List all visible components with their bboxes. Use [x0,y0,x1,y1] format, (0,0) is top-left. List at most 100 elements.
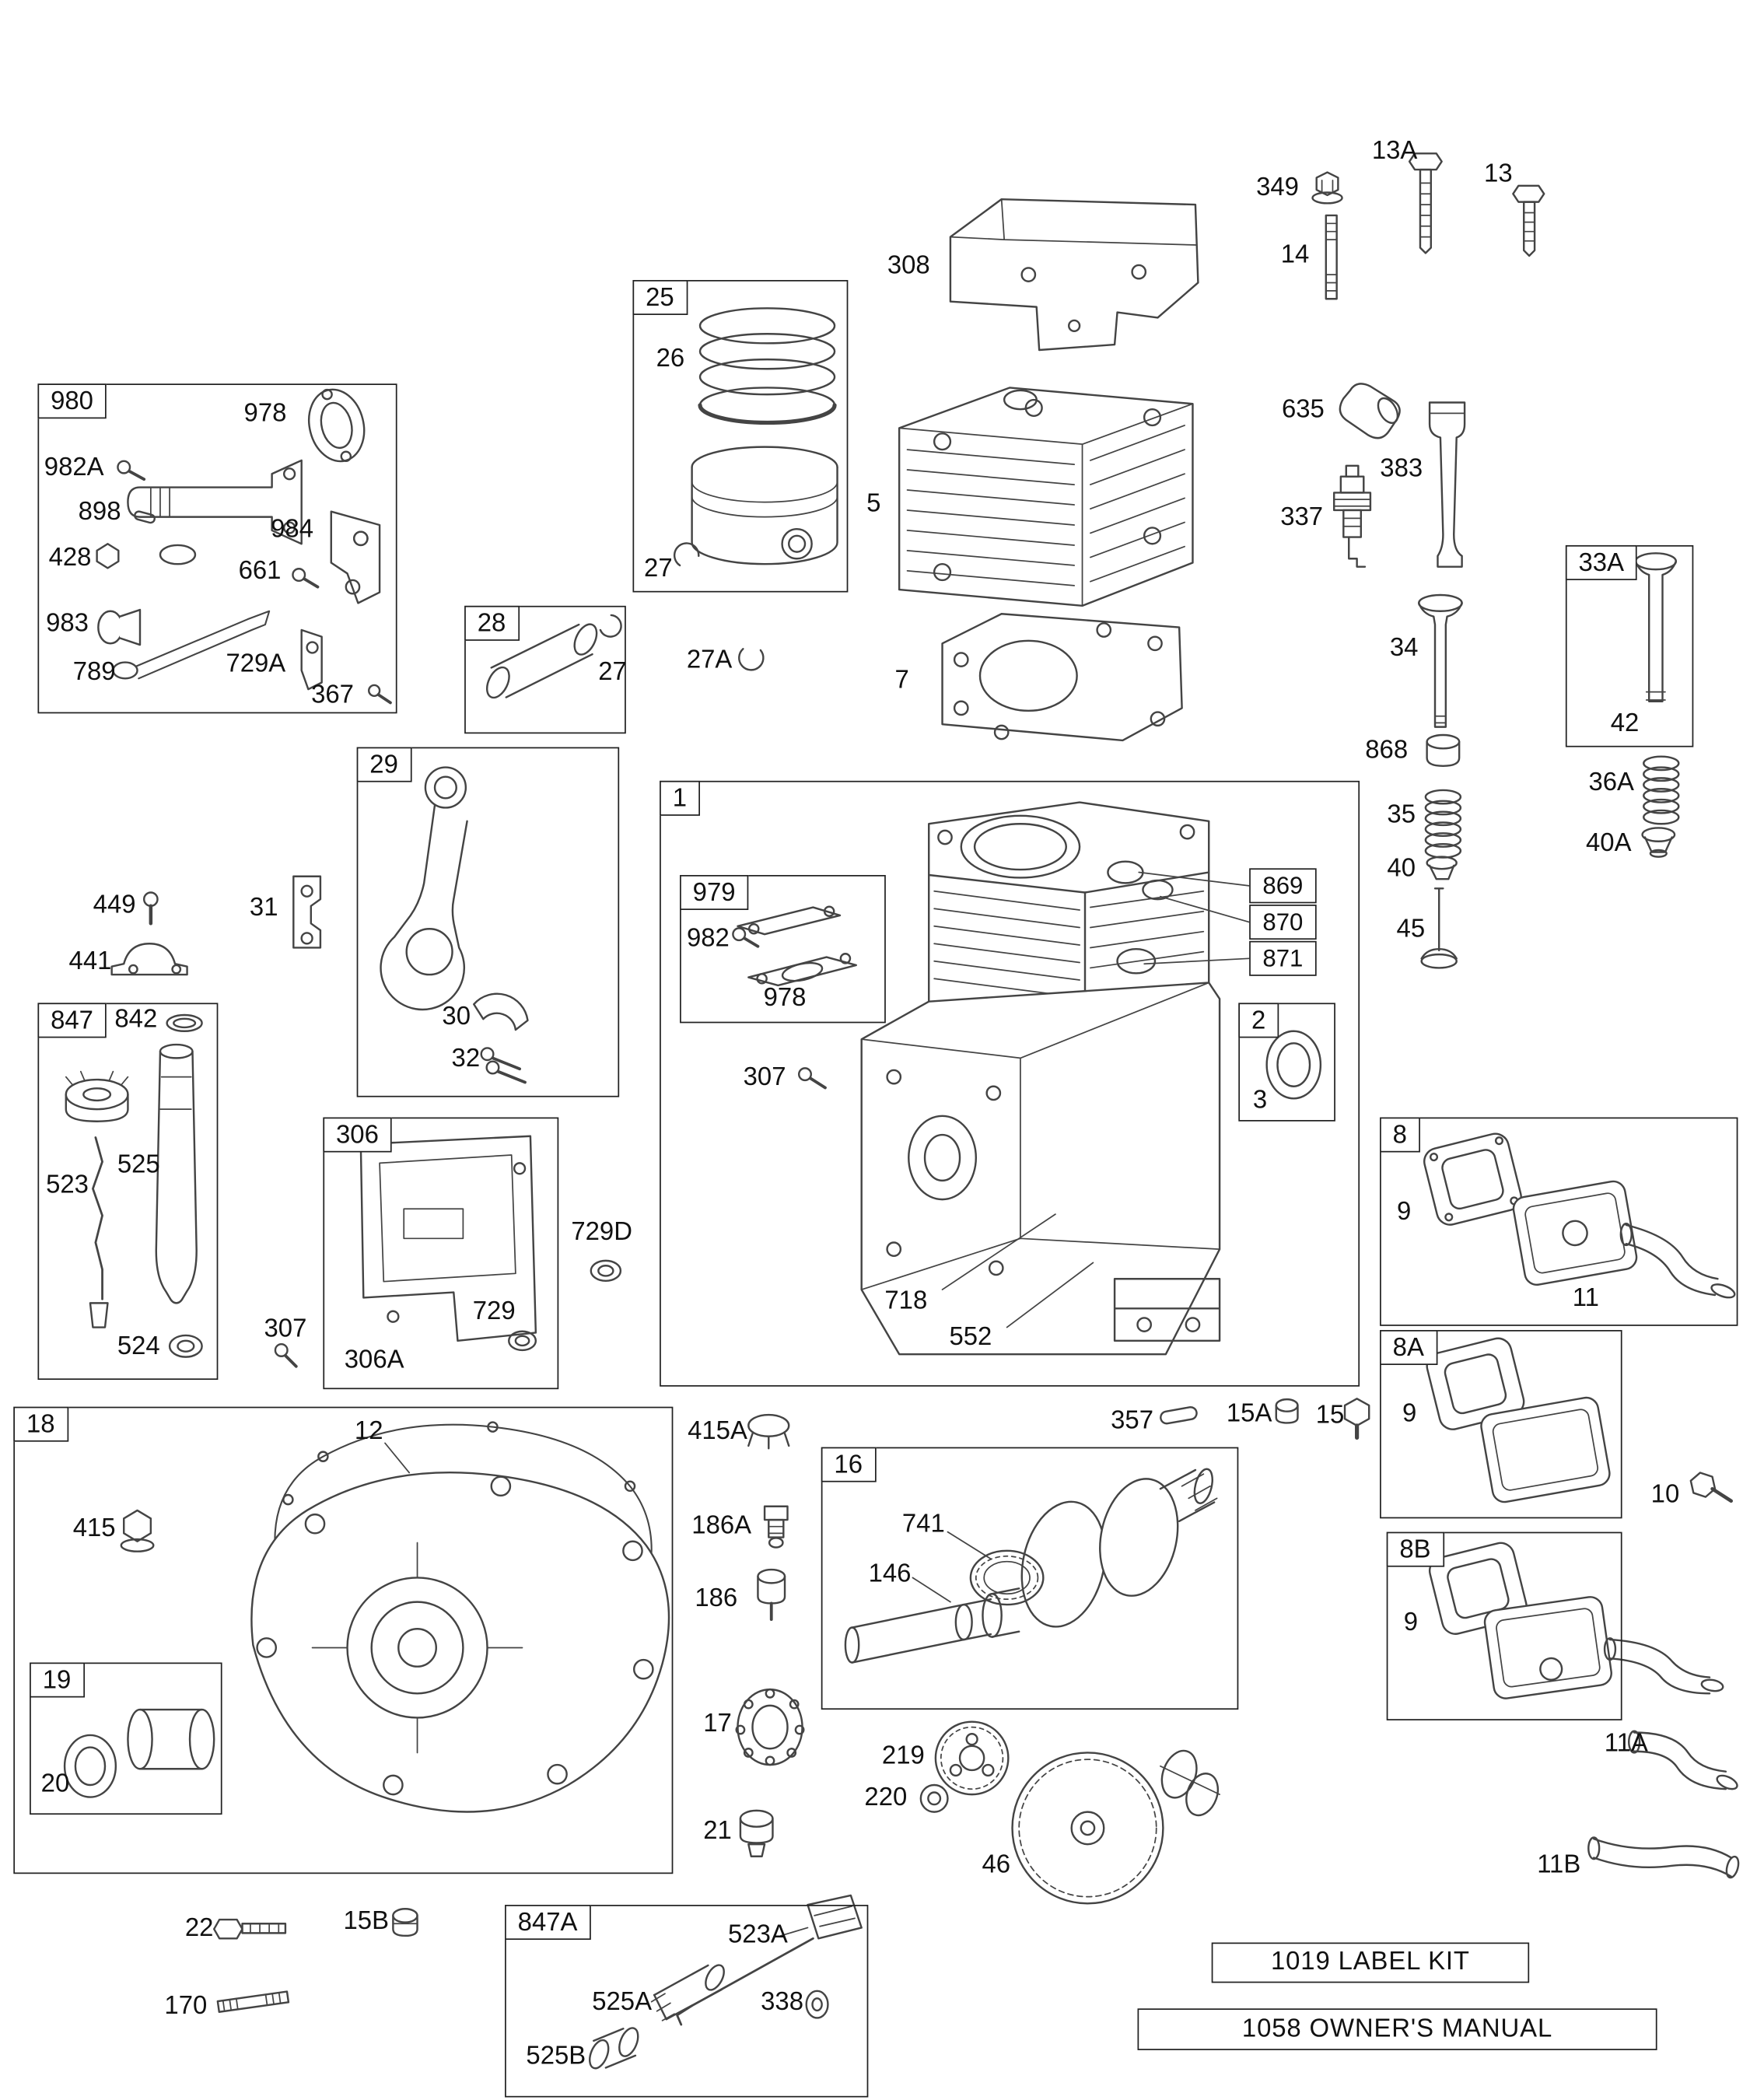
tube-11b-icon [1587,1836,1740,1879]
oil-seal-3-icon [1265,1030,1322,1100]
valve-spring-36a-icon [1643,755,1680,825]
callout-42: 42 [1610,709,1640,738]
group-box-980: 980 [37,383,397,714]
callout-415: 415 [72,1514,116,1543]
spring-retainer-40-icon [1426,856,1458,880]
group-box-306: 306 [322,1116,559,1390]
callout-842: 842 [114,1005,158,1034]
callout-523A: 523A [728,1920,788,1950]
callout-12: 12 [354,1417,383,1446]
dipstick-523-illustration [89,1136,109,1328]
callout-7: 7 [894,666,909,695]
callout-983: 983 [46,610,89,639]
callout-170: 170 [164,1992,208,2021]
screw-307b-icon [274,1342,298,1368]
plug-15b-icon [392,1908,418,1937]
callout-982: 982 [686,925,730,954]
gasket-9-box8-icon [1423,1132,1522,1226]
callout-338: 338 [761,1988,804,2017]
cylinder-block-1-illustration [860,801,1221,1356]
part-ref-box-869: 869 [1249,868,1317,904]
callout-982A: 982A [44,453,104,482]
gasket-978-icon [308,388,366,463]
part-ref-box-870: 870 [1249,905,1317,940]
stud-170-icon [216,1990,290,2013]
callout-9: 9 [1403,1608,1419,1637]
screw-10-icon [1689,1472,1734,1503]
group-box-8A: 8A [1379,1329,1622,1519]
group-box-1: 1 [659,780,1360,1387]
callout-14: 14 [1280,240,1310,270]
callout-307: 307 [264,1314,307,1344]
callout-11: 11 [1572,1284,1599,1313]
part-ref-box-871: 871 [1249,940,1317,976]
callout-15A: 15A [1226,1400,1272,1429]
cover-plate-979-icon [737,905,842,936]
group-box-label-28: 28 [464,605,520,642]
callout-11A: 11A [1604,1730,1648,1759]
plug-15-icon [1343,1398,1370,1440]
heat-shield-308-illustration [949,198,1199,352]
seat-525b-icon [588,2027,639,2070]
callout-984: 984 [271,515,314,544]
timing-gear-741-icon [969,1549,1045,1606]
lock-plate-31-icon [292,875,322,949]
group-box-label-29: 29 [355,746,412,783]
callout-9: 9 [1402,1400,1417,1429]
valve-seal-868-icon [1426,733,1461,768]
callout-21: 21 [703,1817,732,1846]
grommet-729d-icon [590,1259,622,1283]
plug-15a-icon [1275,1398,1299,1424]
callout-415A: 415A [688,1417,747,1446]
piston-rings-26-illustration [698,307,837,425]
valve-186-icon [757,1568,786,1622]
callout-789: 789 [72,658,116,687]
o-ring-842-icon [166,1013,203,1032]
callout-729D: 729D [571,1218,632,1247]
callout-186: 186 [695,1584,738,1613]
exhaust-valve-45-illustration [1420,887,1458,969]
grommet-524-icon [168,1334,203,1358]
valve-spring-35-icon [1424,789,1462,859]
callout-635: 635 [1281,395,1325,425]
gasket-978-side-icon [747,953,857,987]
callout-30: 30 [442,1003,471,1031]
bolt-13-icon [1512,184,1545,257]
group-box-33A: 33A [1565,544,1694,747]
callout-741: 741 [901,1510,945,1539]
plug-21-icon [739,1809,774,1857]
group-box-979: 979 [679,874,886,1024]
group-box-label-8B: 8B [1386,1531,1444,1568]
spring-retainer-40a-icon [1641,827,1676,858]
callout-523: 523 [46,1171,89,1200]
callout-40: 40 [1387,855,1416,884]
breather-tube-11-icon [1619,1223,1736,1299]
washer-220-icon [919,1783,949,1813]
group-box-label-980: 980 [37,383,107,420]
group-box-16: 16 [821,1446,1239,1710]
callout-17: 17 [703,1710,732,1738]
callout-729A: 729A [226,649,286,679]
group-box-label-979: 979 [679,874,749,911]
callout-13A: 13A [1371,137,1418,166]
callout-45: 45 [1396,915,1426,944]
cylinder-head-5-illustration [898,387,1194,607]
group-box-847: 847 [37,1002,219,1381]
callout-26: 26 [656,345,685,373]
bolt-13a-icon [1408,152,1443,254]
callout-357: 357 [1111,1406,1154,1436]
callout-35: 35 [1387,800,1416,830]
group-box-label-8A: 8A [1379,1329,1438,1366]
clamp-441-icon [110,943,188,976]
screw-367-icon [368,684,392,705]
group-box-8: 8 [1379,1116,1738,1326]
breather-cover-box8a-icon [1480,1396,1611,1503]
note-1058-owner-s-manual: 1058 OWNER'S MANUAL [1137,2008,1657,2050]
breather-cover-box8b-icon [1483,1596,1612,1699]
breather-cover-box8-icon [1512,1180,1638,1286]
spark-plug-boot-383-illustration [1428,401,1466,568]
callout-449: 449 [93,891,136,920]
piston-27-illustration [673,446,838,567]
screw-307-icon [798,1067,827,1090]
